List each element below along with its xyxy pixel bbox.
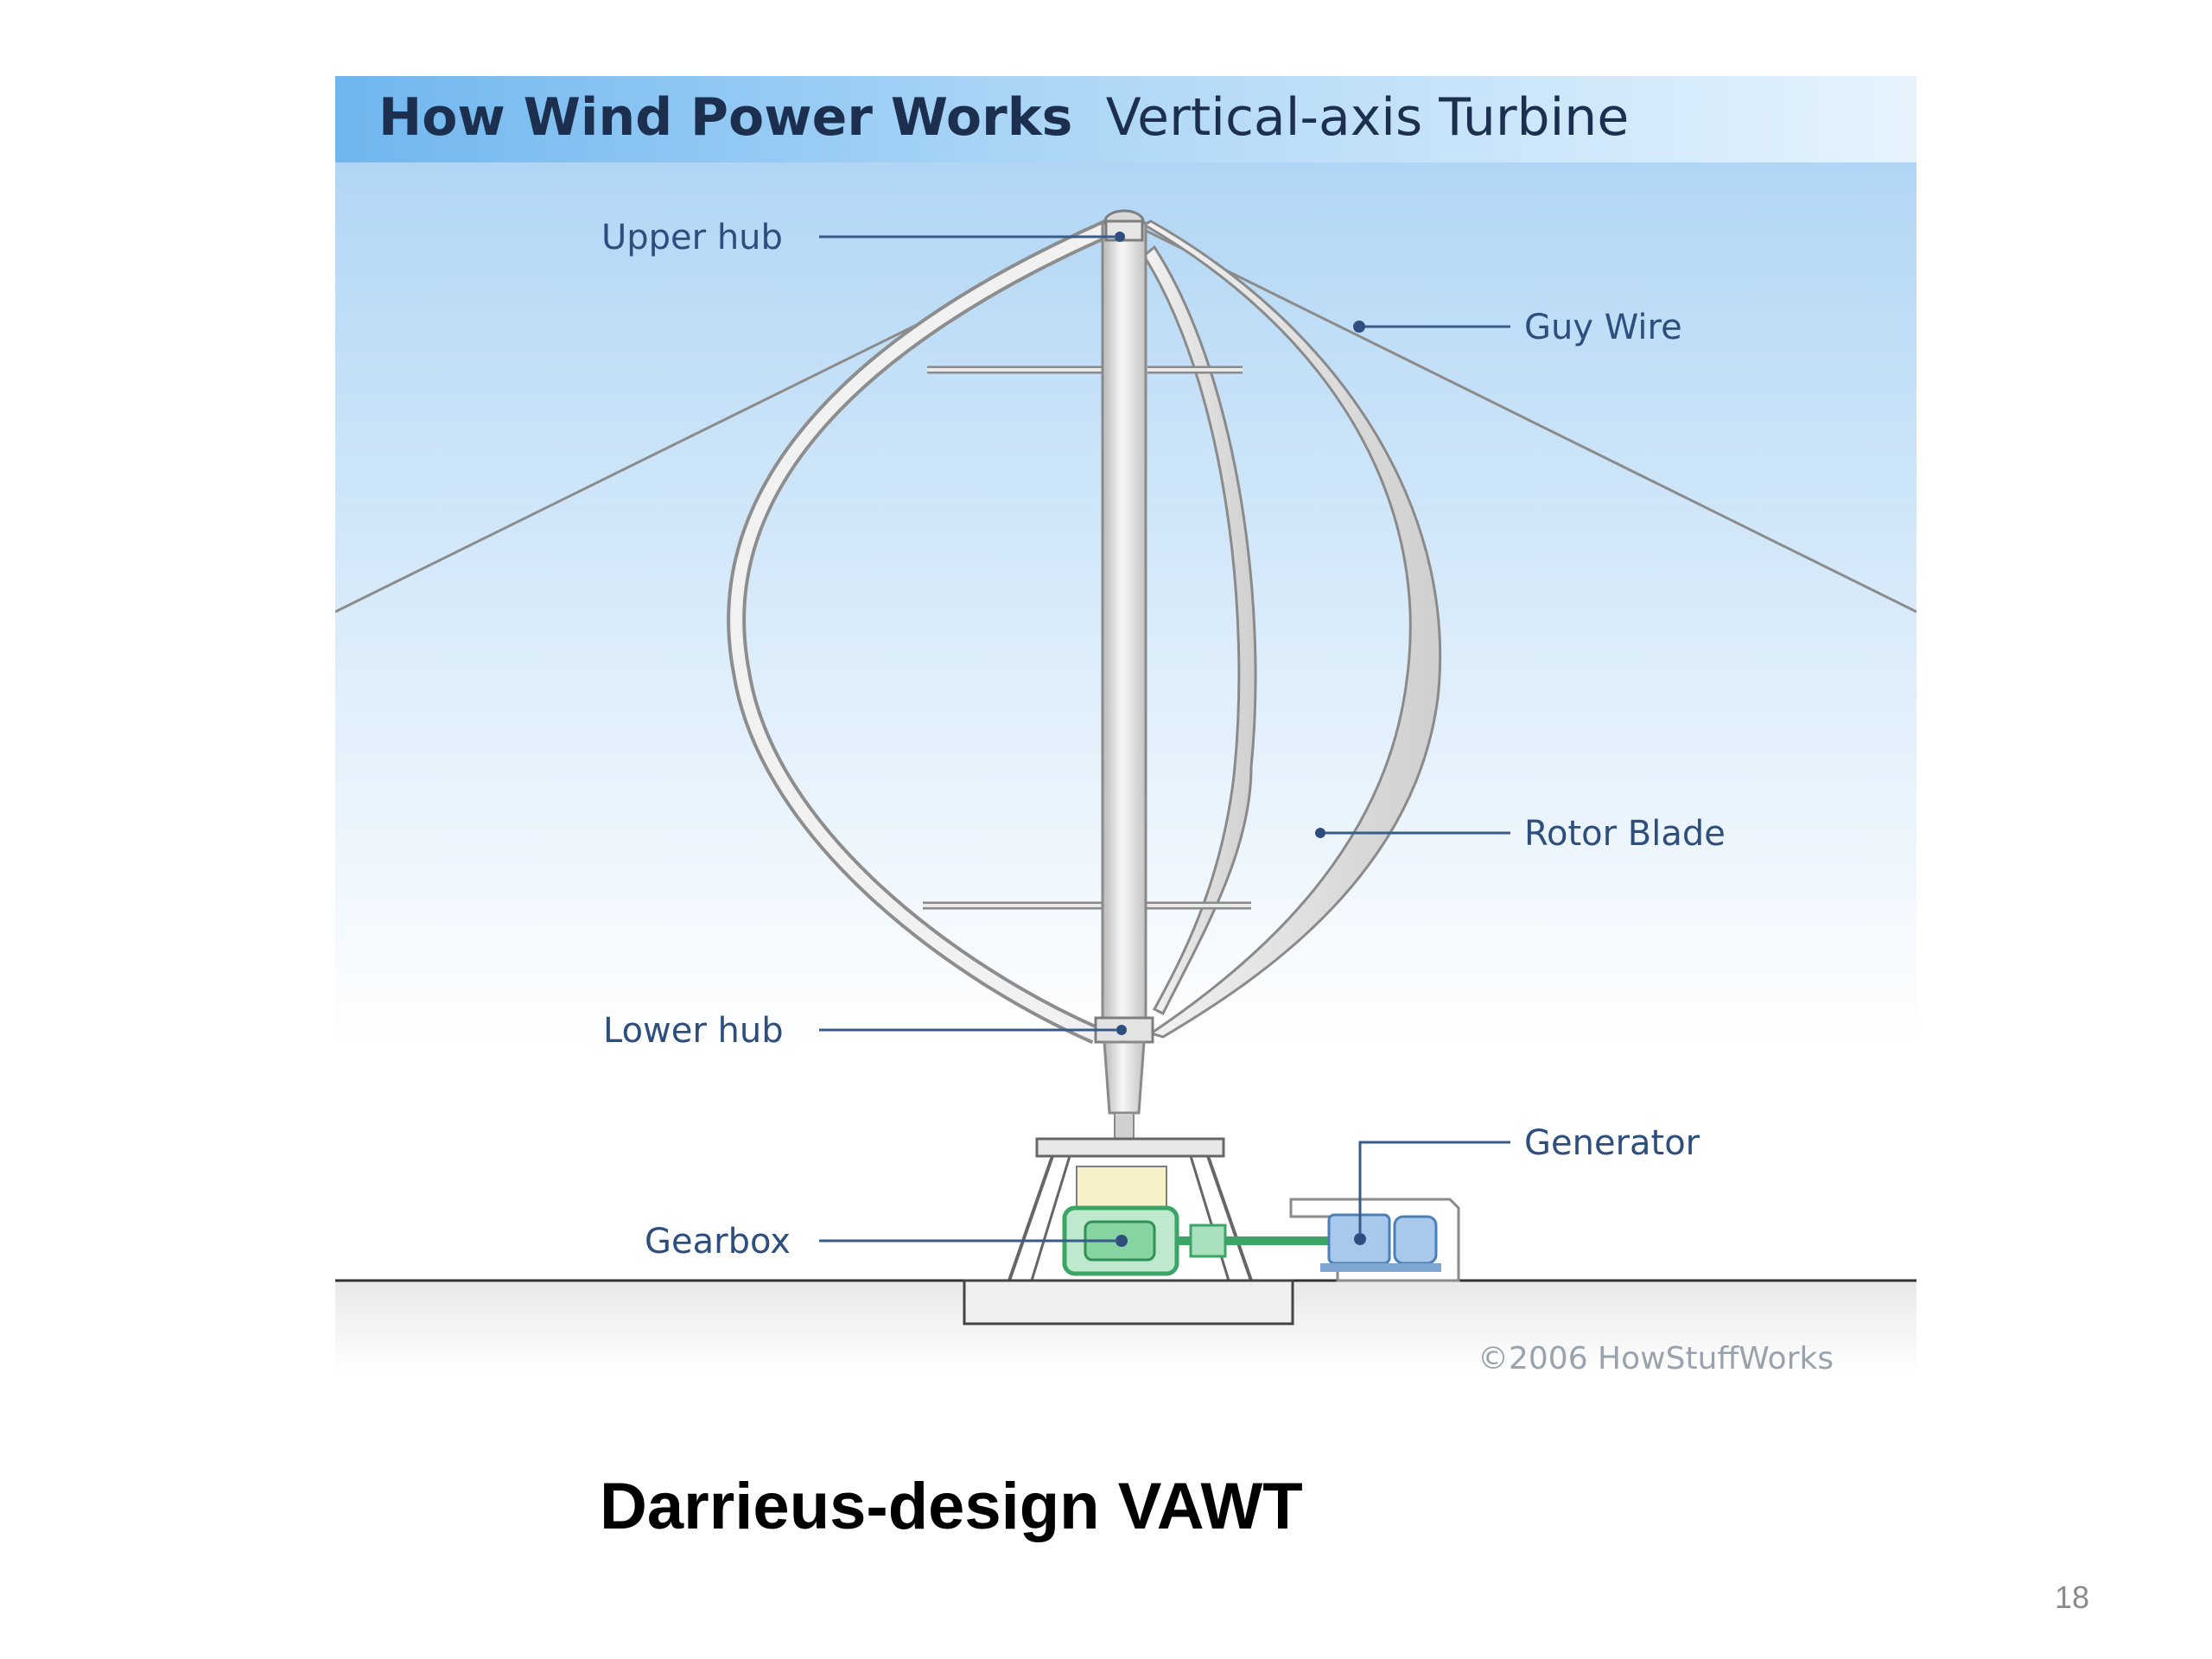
slide-caption: Darrieus-design VAWT [600,1470,1303,1543]
header-title: How Wind Power Works Vertical-axis Turbi… [378,87,1629,148]
base-frame [963,1137,1294,1325]
leader-dots [1315,321,1365,838]
page-number: 18 [2055,1580,2090,1615]
copyright-notice: ©2006 HowStuffWorks [1478,1341,1834,1374]
label-gearbox: Gearbox [645,1222,791,1262]
gearbox [1062,1166,1338,1276]
generator [1289,1198,1460,1282]
leader-lines [819,235,1510,1243]
tower-base-taper [1103,1040,1146,1115]
label-upper-hub: Upper hub [601,218,783,257]
header-band [335,76,1916,162]
vawt-diagram: How Wind Power Works Vertical-axis Turbi… [335,76,1916,1374]
label-guy-wire: Guy Wire [1524,308,1682,347]
central-tower [1101,221,1147,1028]
label-lower-hub: Lower hub [603,1011,784,1051]
label-generator: Generator [1524,1123,1700,1163]
inner-rotor-blade [1142,245,1257,1016]
foundation-pad [963,1279,1294,1325]
diagram-canvas: How Wind Power Works Vertical-axis Turbi… [335,76,1916,1374]
left-rotor-blade-face [730,219,1119,1041]
label-rotor-blade: Rotor Blade [1524,814,1726,854]
